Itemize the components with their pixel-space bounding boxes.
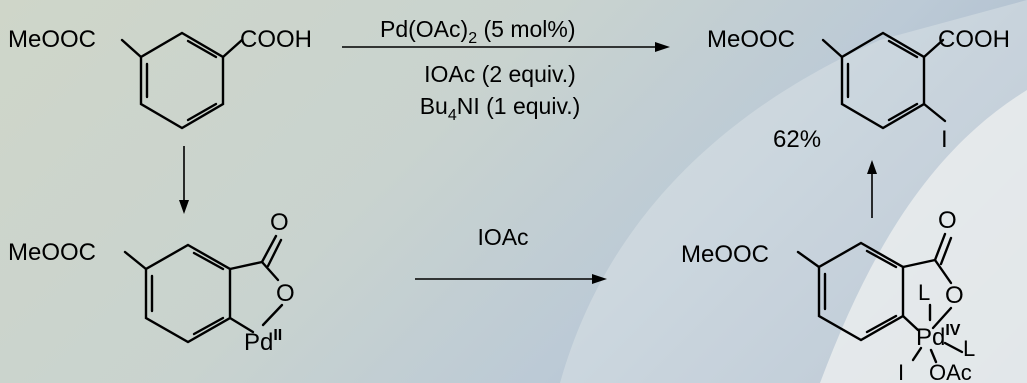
ring-oxygen-label: O <box>276 280 295 307</box>
o-pd-bond <box>931 306 953 330</box>
ring-oxygen-label: O <box>945 282 964 309</box>
carbonyl-double-bond <box>266 238 283 268</box>
o-pd-bond <box>261 303 284 327</box>
c-o-bond <box>260 260 280 282</box>
benzene-ring <box>144 243 232 344</box>
palladation-arrow <box>179 146 189 214</box>
c-pd-bond <box>228 316 255 334</box>
c-pd-bond <box>901 314 920 332</box>
reductive-elimination-arrow <box>867 160 877 218</box>
arrow-head <box>592 274 607 284</box>
acid-bond <box>922 38 945 59</box>
ester-label: MeOOC <box>681 241 769 268</box>
pd-i-bond <box>911 346 923 362</box>
carbonyl-double-bond <box>933 232 947 262</box>
carbonyl-oxygen-label: O <box>938 207 957 234</box>
aromatic-double-bond <box>192 251 225 271</box>
c-o-bond <box>933 258 953 285</box>
iodo-label: I <box>941 126 948 153</box>
arrow-head <box>655 42 670 52</box>
ester-bond <box>796 250 821 269</box>
yield-label: 62% <box>773 126 821 153</box>
starting-material: MeOOC COOH <box>8 26 312 130</box>
aromatic-double-bond <box>887 102 919 122</box>
acetate-label: OAc <box>929 360 972 383</box>
iodide-label: I <box>898 360 904 383</box>
benzene-ring <box>139 31 225 130</box>
product: MeOOC COOH I 62% <box>707 26 1010 153</box>
oxidation-reagent-label: IOAc <box>477 224 528 250</box>
palladium-label: PdIV <box>916 322 961 351</box>
pd-l-bond <box>943 341 964 354</box>
oxidant-label: IOAc (2 equiv.) <box>424 61 576 87</box>
acid-bond <box>221 38 244 59</box>
aromatic-double-bond <box>887 39 919 59</box>
ester-bond <box>821 38 844 59</box>
benzene-ring <box>840 31 926 130</box>
arrow-head <box>867 160 877 174</box>
acid-label: COOH <box>240 26 312 53</box>
ligand-top-label: L <box>918 280 930 305</box>
carbonyl-carbon-bond <box>901 258 937 269</box>
ester-label: MeOOC <box>8 239 96 266</box>
pd2-complex: O O MeOOC PdII <box>8 209 295 356</box>
pd4-complex: O O MeOOC L PdIV L I OAc <box>681 207 975 383</box>
ligand-right-label: L <box>963 336 975 361</box>
ester-label: MeOOC <box>8 26 96 53</box>
additive-label: Bu4NI (1 equiv.) <box>420 93 581 124</box>
carbonyl-double-bond <box>260 234 278 264</box>
catalyst-label: Pd(OAc)2 (5 mol%) <box>380 16 576 47</box>
ester-label: MeOOC <box>707 26 795 53</box>
aromatic-double-bond <box>192 316 225 336</box>
aromatic-double-bond <box>186 102 218 122</box>
background-curve <box>820 90 1027 383</box>
aromatic-double-bond <box>865 249 898 269</box>
carbonyl-oxygen-label: O <box>270 209 289 236</box>
carbonyl-carbon-bond <box>228 260 264 271</box>
ester-bond <box>123 250 148 271</box>
oxidation-reaction: IOAc <box>415 224 607 284</box>
aromatic-double-bond <box>865 314 898 334</box>
pd-oac-bond <box>929 348 938 364</box>
carbonyl-double-bond <box>939 236 953 266</box>
aromatic-double-bond <box>186 39 218 59</box>
benzene-ring <box>817 241 905 342</box>
palladium-label: PdII <box>244 327 282 356</box>
ester-bond <box>120 38 143 59</box>
acid-label: COOH <box>938 26 1010 53</box>
main-reaction: Pd(OAc)2 (5 mol%) IOAc (2 equiv.) Bu4NI … <box>342 16 670 124</box>
iodo-bond <box>922 102 947 123</box>
arrow-head <box>179 200 189 214</box>
